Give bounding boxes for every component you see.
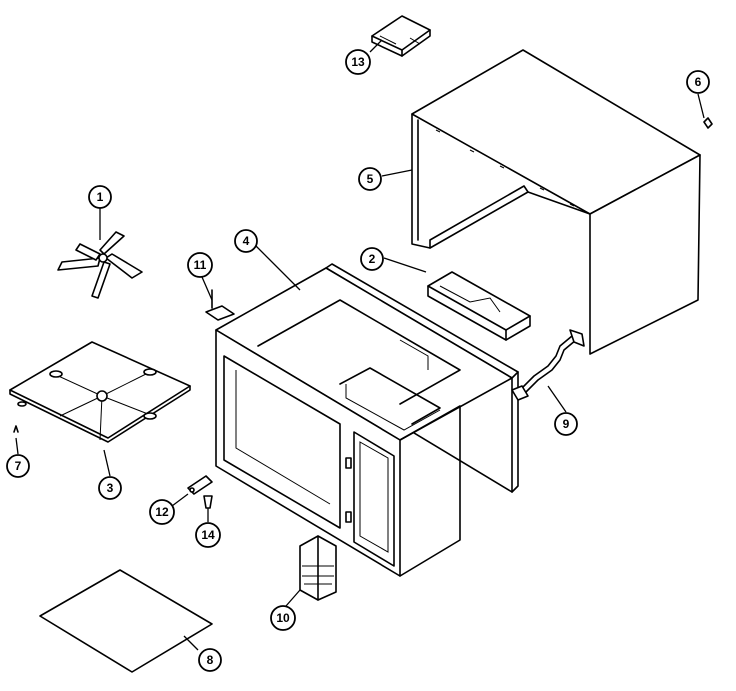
callout-13: 13 bbox=[345, 49, 371, 75]
callout-8: 8 bbox=[198, 648, 222, 672]
part-13-bracket bbox=[371, 15, 431, 57]
svg-text:11: 11 bbox=[194, 258, 207, 272]
part-1-fan-blade bbox=[57, 231, 143, 299]
part-7-clip bbox=[13, 425, 19, 433]
part-12-hinge bbox=[187, 475, 213, 495]
part-9-power-cord bbox=[511, 329, 585, 401]
callout-4: 4 bbox=[234, 229, 258, 253]
callout-10: 10 bbox=[270, 605, 296, 631]
part-6-screw bbox=[703, 117, 713, 129]
svg-text:10: 10 bbox=[276, 611, 290, 625]
callout-6: 6 bbox=[686, 70, 710, 94]
callout-11: 11 bbox=[187, 252, 213, 278]
callout-9: 9 bbox=[554, 412, 578, 436]
callout-5: 5 bbox=[358, 167, 382, 191]
callout-2: 2 bbox=[360, 247, 384, 271]
svg-text:12: 12 bbox=[155, 505, 169, 519]
svg-text:7: 7 bbox=[15, 459, 22, 473]
svg-text:1: 1 bbox=[97, 190, 104, 204]
svg-text:5: 5 bbox=[367, 172, 374, 186]
part-4-oven-cavity bbox=[215, 263, 519, 577]
part-5-outer-cabinet bbox=[411, 49, 701, 355]
callout-14: 14 bbox=[195, 522, 221, 548]
svg-text:9: 9 bbox=[563, 417, 570, 431]
svg-text:6: 6 bbox=[695, 75, 702, 89]
svg-text:3: 3 bbox=[107, 481, 114, 495]
leader-lines bbox=[15, 39, 705, 651]
part-8-bottom-plate bbox=[39, 569, 213, 673]
part-14-fastener bbox=[203, 495, 213, 509]
svg-text:13: 13 bbox=[351, 55, 365, 69]
part-2-air-duct bbox=[427, 271, 531, 341]
svg-text:4: 4 bbox=[243, 234, 250, 248]
part-10-switch-holder bbox=[299, 535, 337, 601]
part-3-stirrer-support bbox=[9, 341, 191, 443]
svg-text:2: 2 bbox=[369, 252, 376, 266]
callout-7: 7 bbox=[6, 454, 30, 478]
callout-12: 12 bbox=[149, 499, 175, 525]
svg-text:8: 8 bbox=[207, 653, 214, 667]
svg-text:14: 14 bbox=[201, 528, 215, 542]
callout-3: 3 bbox=[98, 476, 122, 500]
callout-1: 1 bbox=[88, 185, 112, 209]
